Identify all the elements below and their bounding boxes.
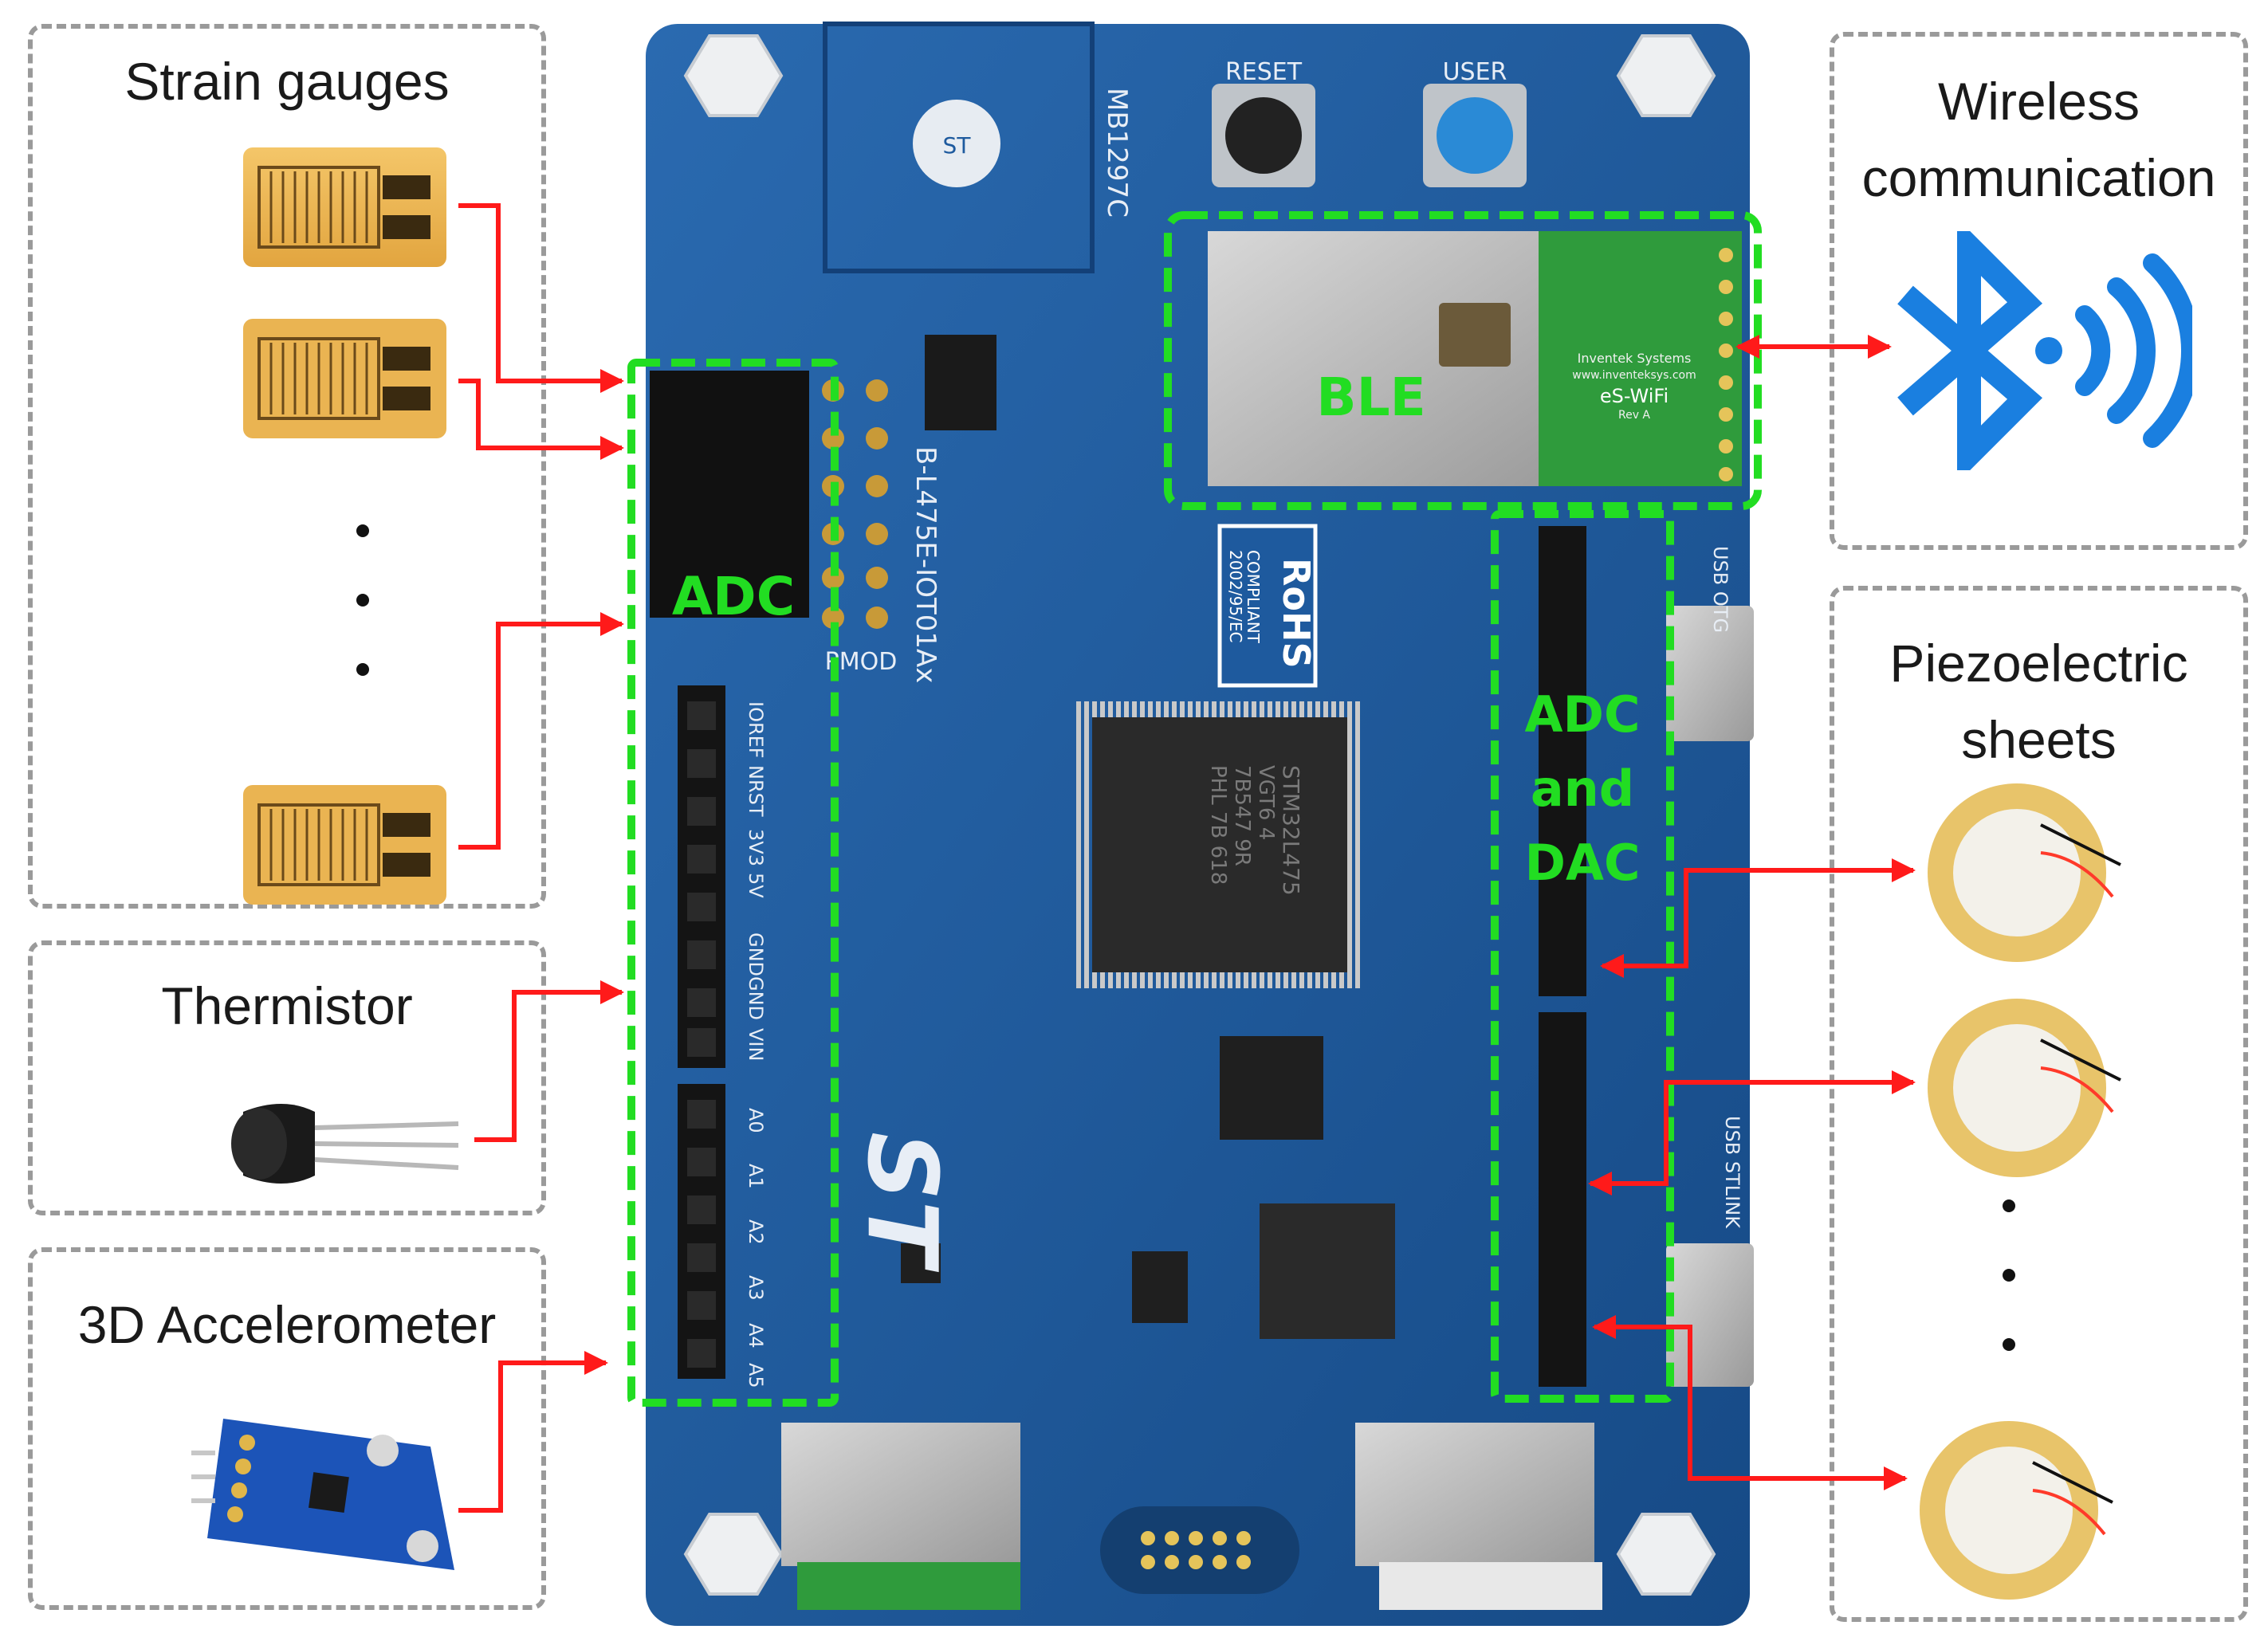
accelerometer-title: 3D Accelerometer [77,1295,497,1354]
left-header-bottom [678,1084,725,1379]
usb-otg-connector [1666,606,1754,741]
svg-text:ST: ST [943,132,972,159]
accelerometer-image [191,1419,454,1570]
svg-text:COMPLIANT: COMPLIANT [1244,550,1263,644]
svg-text:2002/95/EC: 2002/95/EC [1226,550,1245,642]
right-header-bottom [1539,1012,1586,1387]
svg-text:7B547 9R: 7B547 9R [1230,765,1254,866]
corner-nut [1616,1513,1716,1596]
pin-label: GND [745,976,767,1020]
pin-label: 3V3 [745,829,767,866]
rohs-badge [1217,524,1318,688]
reset-button [1225,97,1302,174]
adc-dac-region-label: ADC and DAC [1524,685,1641,892]
pin-label: VIN [745,1028,767,1061]
pin-label: A2 [745,1219,767,1245]
pin-label: A3 [745,1275,767,1301]
pin-label: A0 [745,1108,767,1133]
svg-text:PHL 7B 618: PHL 7B 618 [1206,765,1230,885]
pin-label: NRST [745,765,767,817]
strain-gauge-image [243,319,446,438]
corner-nut [1616,34,1716,117]
pin-label: 5V [745,873,767,898]
strain-gauge-image [243,785,446,905]
ellipsis-dot [2003,1269,2015,1282]
ellipsis-dot [356,594,369,607]
piezo-sheet-image [1920,1421,2113,1600]
pmod-header [650,371,809,618]
user-label: USER [1443,58,1507,86]
wireless-panel [1830,32,2248,550]
adc-region-box [627,359,839,1407]
corner-nut [683,1513,784,1596]
strain-gauges-title: Strain gauges [124,52,450,111]
adc-region-label: ADC [671,566,796,627]
piezo-sheet-image [1928,999,2121,1177]
right-header-top [1539,526,1586,996]
piezo-title: Piezoelectric sheets [1889,634,2188,769]
bluetooth-icon [1897,231,2192,470]
wifi-module-name: eS-WiFi [1600,385,1669,407]
wifi-module-vendor: Inventek Systems [1578,351,1692,366]
user-button [1437,97,1513,174]
reset-label: RESET [1225,58,1303,86]
svg-text:STM32L475: STM32L475 [1278,765,1304,896]
corner-nut [683,34,784,117]
piezo-sheet-image [1928,783,2121,962]
strain-gauges-panel [28,24,546,909]
pin-label: IOREF [745,701,767,759]
main-mcu [1092,717,1347,972]
pin-label: GND [745,932,767,976]
ellipsis-dot [356,524,369,537]
board-id-text: MB1297C [1101,88,1133,218]
thermistor-title: Thermistor [161,976,413,1035]
svg-text:RoHS: RoHS [1275,558,1318,669]
antenna-area [823,22,1095,273]
ble-region-label: BLE [1316,367,1426,428]
pin-label: A1 [745,1164,767,1189]
svg-text:VGT6 4: VGT6 4 [1254,765,1278,840]
ellipsis-dot [356,663,369,676]
strain-gauge-image [243,147,446,267]
st-logo: ST [846,1132,957,1272]
usb-stlink-connector [1666,1243,1754,1387]
pin-label: A4 [745,1323,767,1349]
wireless-title: Wireless communication [1861,72,2216,207]
wifi-module-rev: Rev A [1618,409,1650,422]
pin-label: A5 [745,1363,767,1388]
wifi-module-url: www.inventeksys.com [1572,369,1696,382]
ble-region-box [1164,211,1762,510]
ellipsis-dot [2003,1338,2015,1351]
thermistor-image [231,1104,459,1184]
board-name-text: B-L475E-IOT01Ax [910,446,941,683]
wifi-module-pcb [1539,231,1742,486]
wifi-module-shield [1208,231,1574,486]
ellipsis-dot [2003,1199,2015,1212]
svg-text:USB STLINK: USB STLINK [1721,1116,1743,1229]
svg-text:USB OTG: USB OTG [1709,546,1731,633]
